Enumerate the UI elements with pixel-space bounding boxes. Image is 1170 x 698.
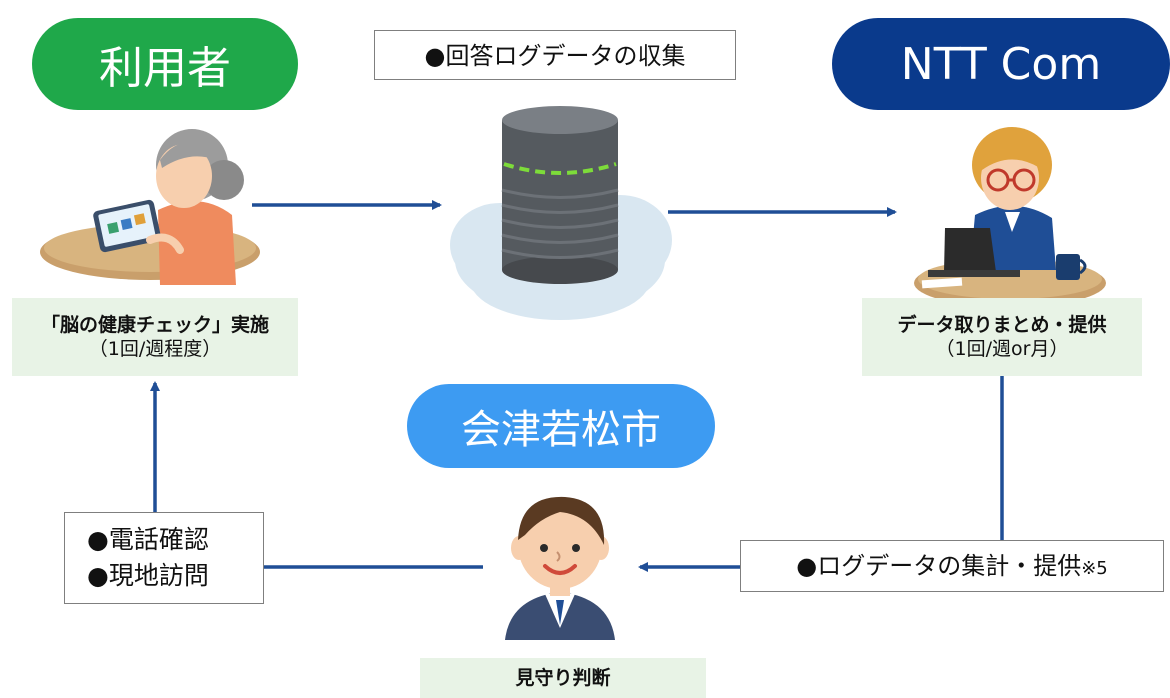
nttcom-caption-sub: （1回/週or月） <box>935 338 1069 360</box>
city-officer-icon <box>505 496 615 640</box>
user-caption: 「脳の健康チェック」実施 （1回/週程度） <box>12 298 298 376</box>
collect-log-data-box: ●回答ログデータの収集 <box>374 30 736 80</box>
nttcom-caption: データ取りまとめ・提供 （1回/週or月） <box>862 298 1142 376</box>
city-caption: 見守り判断 <box>420 658 706 698</box>
cloud-database-icon <box>450 106 672 320</box>
nttcom-caption-title: データ取りまとめ・提供 <box>897 314 1107 336</box>
footnote-mark: ※5 <box>1081 558 1108 579</box>
user-caption-sub: （1回/週程度） <box>88 338 222 360</box>
aggregate-log-data-label: ●ログデータの集計・提供 <box>796 552 1082 580</box>
actor-user-label: 利用者 <box>32 18 298 110</box>
collect-log-data-label: ●回答ログデータの収集 <box>424 42 686 70</box>
actor-city-label: 会津若松市 <box>407 384 715 468</box>
elderly-woman-tablet-icon <box>40 129 260 285</box>
office-worker-laptop-icon <box>914 127 1106 307</box>
phone-check-label: ●電話確認 <box>87 525 209 554</box>
city-caption-title: 見守り判断 <box>515 667 611 689</box>
site-visit-label: ●現地訪問 <box>87 561 209 590</box>
aggregate-log-data-box: ●ログデータの集計・提供※5 <box>740 540 1164 592</box>
contact-methods-box: ●電話確認 ●現地訪問 <box>64 512 264 604</box>
user-caption-title: 「脳の健康チェック」実施 <box>40 314 269 336</box>
actor-nttcom-label: NTT Com <box>832 18 1170 110</box>
